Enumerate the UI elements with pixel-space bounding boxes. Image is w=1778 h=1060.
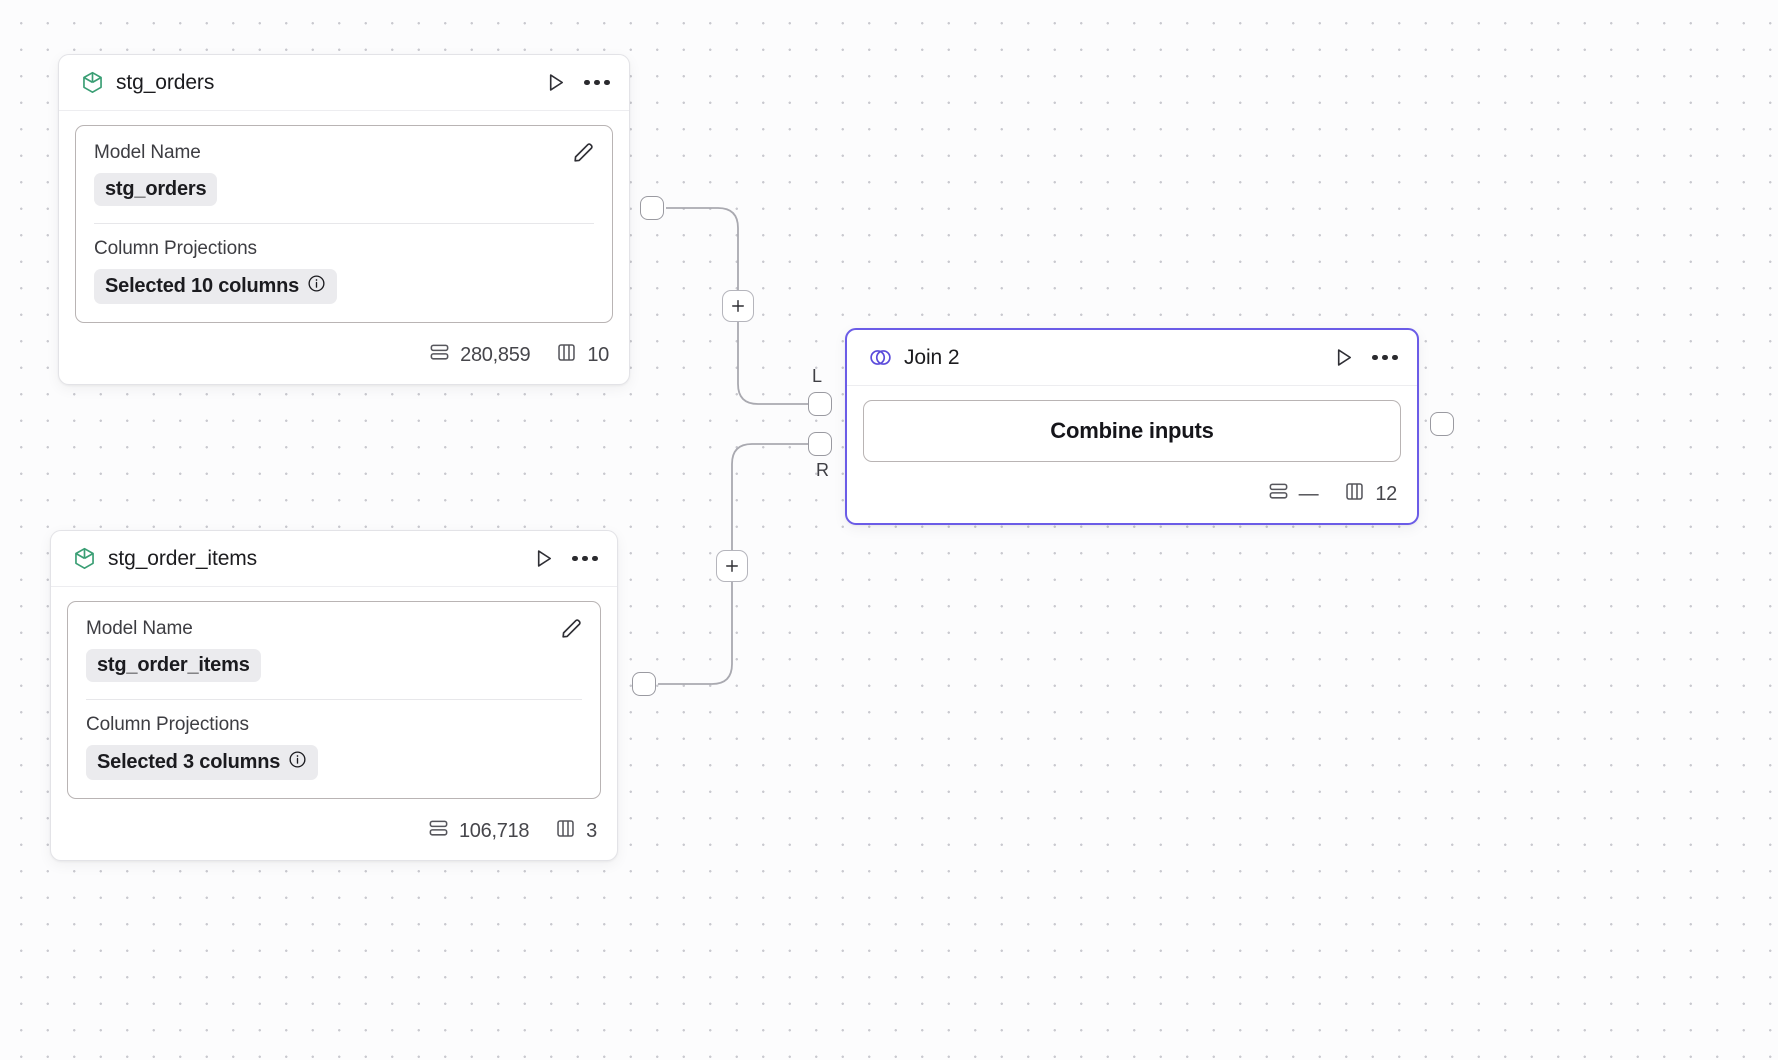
- info-icon[interactable]: [288, 750, 307, 775]
- node-body: Model Name stg_order_items Column Projec…: [51, 587, 617, 809]
- more-icon[interactable]: [583, 69, 611, 97]
- input-handle-left[interactable]: [808, 392, 832, 416]
- column-projections-value[interactable]: Selected 10 columns: [94, 269, 338, 304]
- columns-value: 12: [1375, 483, 1397, 505]
- node-footer: — 12: [847, 472, 1417, 523]
- node-footer: 280,859 10: [59, 333, 629, 384]
- rows-icon: [427, 817, 450, 846]
- column-count-stat: 12: [1343, 480, 1397, 509]
- run-icon[interactable]: [529, 545, 557, 573]
- node-header: Join 2: [847, 330, 1417, 386]
- model-name-label: Model Name: [86, 618, 193, 639]
- output-handle-stg-order-items[interactable]: [632, 672, 656, 696]
- pencil-icon[interactable]: [571, 140, 596, 170]
- column-projections-value[interactable]: Selected 3 columns: [86, 745, 319, 780]
- columns-value: 3: [586, 820, 597, 842]
- column-projections-label: Column Projections: [86, 714, 249, 735]
- port-label-left: L: [812, 366, 823, 386]
- node-body: Combine inputs: [847, 386, 1417, 472]
- column-count-stat: 10: [555, 341, 609, 370]
- model-name-value[interactable]: stg_orders: [94, 173, 218, 206]
- output-handle-join-2[interactable]: [1430, 412, 1454, 436]
- node-stg-orders[interactable]: stg_orders Model Name: [58, 54, 630, 385]
- model-config-panel: Model Name stg_orders Column Projections…: [75, 125, 613, 323]
- column-projections-text: Selected 3 columns: [97, 751, 281, 773]
- rows-value: —: [1298, 483, 1319, 505]
- output-handle-stg-orders[interactable]: [640, 196, 664, 220]
- node-join-2[interactable]: Join 2 Combine inputs: [845, 328, 1419, 525]
- rows-icon: [428, 341, 451, 370]
- panel-divider: [94, 223, 594, 224]
- pencil-icon[interactable]: [559, 616, 584, 646]
- node-header: stg_order_items: [51, 531, 617, 587]
- columns-icon: [554, 817, 577, 846]
- more-icon[interactable]: [571, 545, 599, 573]
- rows-value: 280,859: [460, 344, 531, 366]
- run-icon[interactable]: [541, 69, 569, 97]
- add-node-button-lower[interactable]: [716, 550, 748, 582]
- node-body: Model Name stg_orders Column Projections…: [59, 111, 629, 333]
- more-icon[interactable]: [1371, 344, 1399, 372]
- rows-icon: [1267, 480, 1290, 509]
- model-config-panel: Model Name stg_order_items Column Projec…: [67, 601, 601, 799]
- model-name-label: Model Name: [94, 142, 201, 163]
- column-projections-label: Column Projections: [94, 238, 257, 259]
- columns-icon: [555, 341, 578, 370]
- row-count-stat: 280,859: [428, 341, 531, 370]
- node-header: stg_orders: [59, 55, 629, 111]
- add-node-button-upper[interactable]: [722, 290, 754, 322]
- columns-icon: [1343, 480, 1366, 509]
- row-count-stat: —: [1267, 480, 1319, 509]
- node-title: Join 2: [904, 345, 960, 369]
- columns-value: 10: [587, 344, 609, 366]
- node-stg-order-items[interactable]: stg_order_items Model Nam: [50, 530, 618, 861]
- column-projections-text: Selected 10 columns: [105, 275, 300, 297]
- cube-icon: [71, 546, 97, 572]
- column-count-stat: 3: [554, 817, 597, 846]
- node-footer: 106,718 3: [51, 809, 617, 860]
- port-label-right: R: [816, 460, 829, 480]
- node-title: stg_order_items: [108, 546, 258, 570]
- info-icon[interactable]: [307, 274, 326, 299]
- run-icon[interactable]: [1329, 344, 1357, 372]
- model-name-value[interactable]: stg_order_items: [86, 649, 261, 682]
- panel-divider: [86, 699, 582, 700]
- rows-value: 106,718: [458, 820, 530, 842]
- combine-inputs-button[interactable]: Combine inputs: [863, 400, 1401, 462]
- node-title: stg_orders: [116, 70, 215, 94]
- cube-icon: [79, 70, 105, 96]
- venn-icon: [867, 345, 893, 371]
- row-count-stat: 106,718: [427, 817, 529, 846]
- input-handle-right[interactable]: [808, 432, 832, 456]
